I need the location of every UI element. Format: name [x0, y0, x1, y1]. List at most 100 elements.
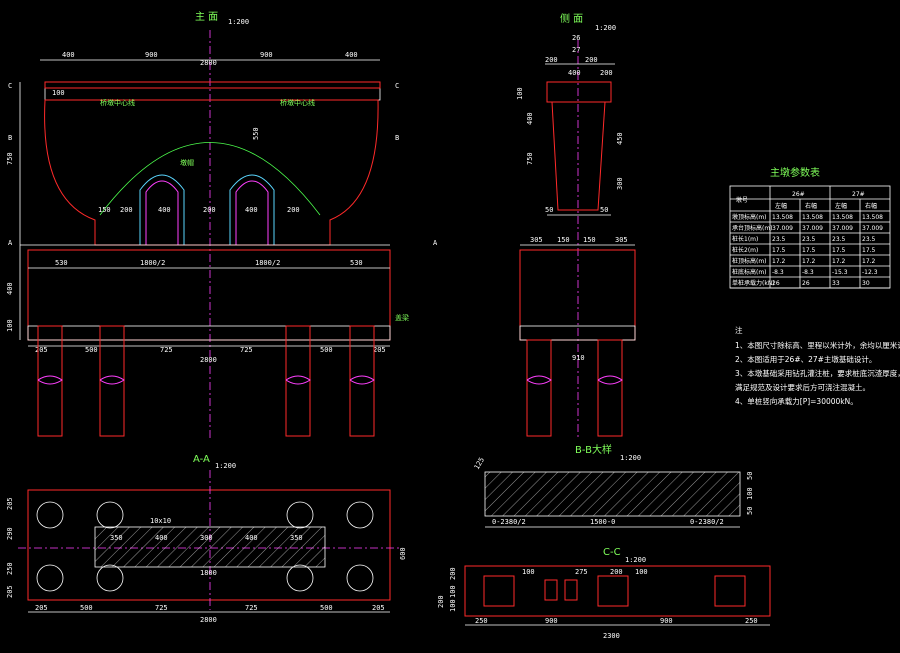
side-vdim-4: 750	[526, 152, 534, 165]
table-cell: 37.009	[802, 225, 823, 232]
table-cell: 桩长2(m)	[732, 246, 758, 254]
front-opening-left	[139, 174, 185, 245]
table-cell: 17.5	[772, 247, 786, 254]
aa-bdim-2: 500	[80, 604, 93, 612]
side-vdim-5: 300	[616, 177, 624, 190]
detail-bb: B-B大样 1:200 0-2380/2 1500-0 0-2380/2 125…	[473, 443, 754, 528]
bb-scale: 1:200	[620, 454, 641, 462]
front-cap-beam	[44, 87, 381, 101]
parameter-table: 主墩参数表 26# 27# 墩号 左幅 右幅 左幅 右幅 墩顶标高(m)13.5…	[729, 166, 891, 289]
aa-inner-0: 10x10	[150, 517, 171, 525]
side-pier-body	[551, 101, 606, 211]
front-pile-break-2	[99, 375, 125, 385]
aa-ldim-4: 205	[6, 585, 14, 598]
table-cell: 26	[772, 280, 780, 287]
front-pier-body	[44, 99, 379, 246]
side-view: 侧 面 1:200 26 27 200 200 400 200 305 150 …	[516, 12, 636, 440]
table-cell: 承台顶标高(m)	[732, 224, 773, 232]
aa-pile-4	[346, 501, 374, 529]
front-vdim-7: 200	[120, 206, 133, 214]
aa-bdim-5: 500	[320, 604, 333, 612]
note-2: 2、本图适用于26#、27#主墩基础设计。	[735, 354, 876, 364]
front-pile-break-1	[37, 375, 63, 385]
front-mid-dim-4: 530	[350, 259, 363, 267]
table-cell: 桩长1(m)	[732, 235, 758, 243]
note-3: 3、本墩基础采用钻孔灌注桩，要求桩底沉渣厚度，	[735, 368, 900, 378]
cc-total: 2300	[603, 632, 620, 640]
front-view-title: 主 面	[195, 11, 218, 23]
side-vdim-2: 400	[526, 112, 534, 125]
side-vdim-6: 50	[545, 206, 553, 214]
front-dim-top-1: 400	[62, 51, 75, 59]
front-pile-1	[37, 325, 63, 437]
bb-title: B-B大样	[575, 443, 612, 456]
front-pile-break-4	[349, 375, 375, 385]
side-bottom-dim-3: 150	[583, 236, 596, 244]
bb-rdim-2: 100	[746, 487, 754, 500]
side-vdim-3: 450	[616, 132, 624, 145]
table-cell: 17.2	[832, 258, 846, 265]
table-cell: 墩顶标高(m)	[732, 213, 767, 221]
cc-inner-1: 100	[522, 568, 535, 576]
aa-pile-cap	[27, 489, 391, 601]
front-pile-dim-4: 725	[240, 346, 253, 354]
front-vdim-1: 750	[6, 152, 14, 165]
aa-rdim: 600	[399, 547, 407, 560]
table-cell: -8.3	[802, 269, 814, 276]
table-header-1: 左幅	[775, 202, 787, 210]
bb-ldim: 125	[473, 456, 486, 471]
aa-pile-1	[36, 501, 64, 529]
front-dim-overall: 2800	[200, 59, 217, 67]
side-bottom-dim-4: 305	[615, 236, 628, 244]
front-label-4: 盖梁	[395, 313, 409, 322]
bb-rdim-3: 50	[746, 507, 754, 515]
front-opening-right-inner	[235, 180, 269, 245]
section-mark-c-right: C	[395, 82, 399, 90]
cc-dim-2: 900	[545, 617, 558, 625]
front-dim-top-4: 400	[345, 51, 358, 59]
cc-block-1	[483, 575, 515, 607]
front-pile-4	[349, 325, 375, 437]
cc-dim-3: 900	[660, 617, 673, 625]
bb-section-hatch	[485, 472, 740, 516]
cc-inner-2: 275	[575, 568, 588, 576]
aa-title: A-A	[193, 454, 210, 465]
front-vdim-5: 550	[252, 127, 260, 140]
aa-pier-section	[95, 527, 325, 567]
front-pile-dim-1: 205	[35, 346, 48, 354]
side-vdim-7: 50	[600, 206, 608, 214]
section-mark-b-right: B	[395, 134, 399, 142]
table-header-4: 右幅	[865, 202, 877, 210]
side-pile-cap	[519, 249, 636, 341]
front-cap-top	[44, 81, 381, 89]
table-group-2: 27#	[852, 191, 865, 198]
aa-bdim-3: 725	[155, 604, 168, 612]
front-pile-3	[285, 325, 311, 437]
table-cell: 23.5	[772, 236, 786, 243]
aa-pier-outline	[94, 526, 326, 568]
side-pile-break-1	[526, 375, 552, 385]
aa-pile-5	[36, 564, 64, 592]
section-mark-a-left: A	[8, 239, 13, 247]
section-cc: C-C 1:200 250 900 900 250 2300 100 275 2…	[437, 547, 771, 640]
front-mid-dim-1: 530	[55, 259, 68, 267]
front-piles	[37, 325, 375, 437]
front-arch-rebar	[99, 142, 321, 216]
table-cell: -12.3	[862, 269, 878, 276]
cc-ldim-4: 200	[437, 595, 445, 608]
front-view: 主 面 1:200 400 900 900 400 2800 530 1800/…	[6, 11, 438, 440]
aa-ldim-2: 290	[6, 527, 14, 540]
aa-bdim-1: 205	[35, 604, 48, 612]
note-4: 满足规范及设计要求后方可浇注混凝土。	[735, 382, 870, 392]
table-cell: -15.3	[832, 269, 848, 276]
front-dim-top-3: 900	[260, 51, 273, 59]
cc-inner-3: 200	[610, 568, 623, 576]
front-vdim-10: 400	[245, 206, 258, 214]
table-cell: 26	[802, 280, 810, 287]
section-mark-c-left: C	[8, 82, 12, 90]
aa-inner-3: 300	[200, 534, 213, 542]
side-mark-1: 26	[572, 34, 580, 42]
side-bottom-dim-2: 150	[557, 236, 570, 244]
table-cell: 37.009	[832, 225, 853, 232]
